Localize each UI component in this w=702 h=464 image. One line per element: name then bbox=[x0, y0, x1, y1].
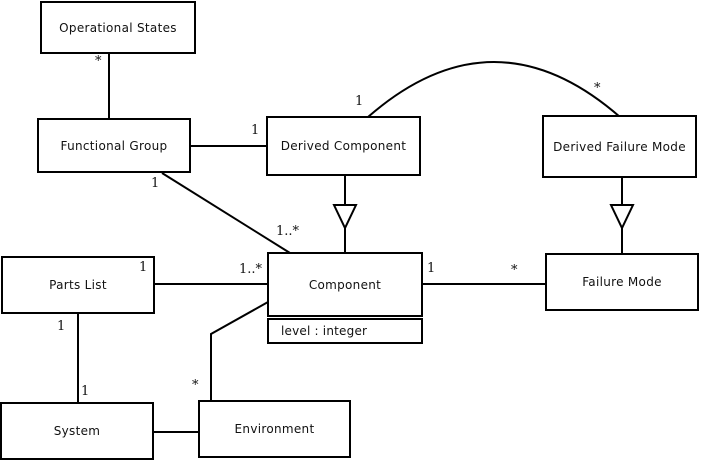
association-functional-group-component bbox=[161, 172, 291, 254]
class-component: Component bbox=[267, 252, 423, 317]
association-arc-derived-component-derived-failure-mode bbox=[367, 61, 621, 118]
class-derived-component: Derived Component bbox=[266, 116, 421, 176]
class-component-attribute-compartment: level : integer bbox=[267, 318, 423, 344]
class-name: Failure Mode bbox=[582, 275, 662, 289]
class-name: Parts List bbox=[49, 278, 107, 292]
multiplicity-label: 1..* bbox=[239, 262, 263, 277]
class-name: Derived Component bbox=[280, 139, 407, 153]
multiplicity-label: 1 bbox=[427, 261, 436, 276]
multiplicity-label: * bbox=[192, 378, 199, 393]
multiplicity-label: * bbox=[594, 81, 601, 96]
class-functional-group: Functional Group bbox=[37, 118, 191, 173]
class-name: System bbox=[53, 424, 101, 438]
multiplicity-label: 1 bbox=[251, 123, 260, 138]
multiplicity-label: 1 bbox=[151, 176, 160, 191]
class-attribute: level : integer bbox=[281, 324, 368, 338]
class-name: Functional Group bbox=[60, 138, 168, 153]
class-parts-list: Parts List bbox=[1, 256, 155, 314]
multiplicity-label: 1 bbox=[139, 260, 148, 275]
association-environment-component bbox=[210, 301, 269, 401]
class-name: Component bbox=[308, 277, 382, 292]
multiplicity-label: 1..* bbox=[276, 224, 300, 239]
generalization-triangle-icon bbox=[609, 204, 635, 231]
class-failure-mode: Failure Mode bbox=[545, 253, 699, 311]
class-name: Derived Failure Mode bbox=[553, 139, 686, 154]
class-derived-failure-mode: Derived Failure Mode bbox=[542, 115, 697, 178]
class-name: Environment bbox=[234, 422, 315, 436]
multiplicity-label: * bbox=[95, 54, 102, 69]
generalization-triangle-icon bbox=[332, 204, 358, 231]
multiplicity-label: 1 bbox=[355, 94, 364, 109]
multiplicity-label: 1 bbox=[81, 384, 90, 399]
class-system: System bbox=[0, 402, 154, 460]
multiplicity-label: * bbox=[511, 263, 518, 278]
class-name: Operational States bbox=[59, 20, 177, 35]
class-environment: Environment bbox=[198, 400, 351, 458]
class-operational-states: Operational States bbox=[40, 1, 196, 54]
multiplicity-label: 1 bbox=[57, 319, 66, 334]
